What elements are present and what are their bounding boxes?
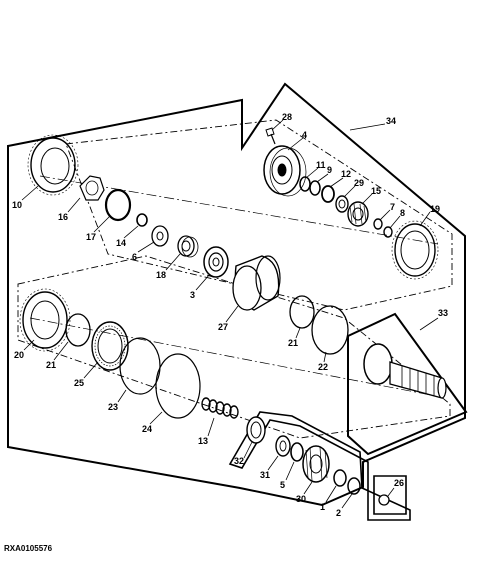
callout-labels: 28 4 34 11 9 12 29 15 7 8 19 10 16 17 14… bbox=[12, 112, 448, 518]
part-22-seal-ring bbox=[311, 305, 349, 355]
callout-31: 31 bbox=[260, 470, 270, 480]
part-6-thrust-washer bbox=[151, 225, 169, 247]
part-17-snap-ring bbox=[104, 188, 132, 222]
part-20-friction-disc bbox=[19, 288, 71, 352]
part-33-output-shaft bbox=[363, 343, 447, 399]
callout-7: 7 bbox=[390, 202, 395, 212]
callout-1: 1 bbox=[320, 502, 325, 512]
callout-25: 25 bbox=[74, 378, 84, 388]
callout-22: 22 bbox=[318, 362, 328, 372]
callout-13: 13 bbox=[198, 436, 208, 446]
part-3-bearing bbox=[203, 246, 229, 278]
dashed-boundary-lower bbox=[17, 255, 451, 439]
part-25-spring-retainer bbox=[91, 321, 129, 371]
part-23-seal-ring bbox=[119, 337, 161, 395]
part-21-lower-ring bbox=[65, 313, 91, 347]
part-29-spacer bbox=[335, 195, 349, 213]
part-32-gear bbox=[246, 416, 266, 444]
callout-17: 17 bbox=[86, 232, 96, 242]
part-14-washer bbox=[136, 213, 148, 227]
group-boundary-34 bbox=[7, 82, 466, 507]
callout-14: 14 bbox=[116, 238, 126, 248]
part-15-needle-bearing bbox=[347, 201, 369, 227]
callout-9: 9 bbox=[327, 165, 332, 175]
leader-lines bbox=[21, 119, 439, 509]
part-21-upper-ring bbox=[289, 295, 315, 329]
callout-30: 30 bbox=[296, 494, 306, 504]
part-12-ring bbox=[321, 185, 335, 203]
part-9-ring bbox=[309, 180, 321, 196]
part-4-flange-hub bbox=[263, 145, 307, 197]
callout-27: 27 bbox=[218, 322, 228, 332]
part-5-ring bbox=[290, 442, 304, 462]
callout-4: 4 bbox=[302, 130, 307, 140]
part-26-plug bbox=[378, 494, 390, 506]
callout-32: 32 bbox=[234, 456, 244, 466]
callout-2: 2 bbox=[336, 508, 341, 518]
part-27-clutch-drum bbox=[232, 255, 281, 311]
callout-28: 28 bbox=[282, 112, 292, 122]
callout-21-lower: 21 bbox=[46, 360, 56, 370]
part-31-bushing bbox=[275, 435, 291, 457]
callout-5: 5 bbox=[280, 480, 285, 490]
part-30-gear bbox=[302, 445, 330, 483]
part-11-ring bbox=[299, 176, 311, 192]
part-1-ring bbox=[333, 469, 347, 487]
part-10-friction-disc bbox=[27, 134, 79, 196]
group-boundary-inner bbox=[228, 411, 411, 521]
callout-24: 24 bbox=[142, 424, 152, 434]
part-8-washer bbox=[383, 226, 393, 238]
part-18-bushing bbox=[177, 235, 199, 258]
part-16-clip-plate bbox=[79, 175, 105, 201]
callout-18: 18 bbox=[156, 270, 166, 280]
group-boundary-33 bbox=[347, 312, 468, 456]
callout-6: 6 bbox=[132, 252, 137, 262]
callout-15: 15 bbox=[371, 186, 381, 196]
callout-3: 3 bbox=[190, 290, 195, 300]
group-boundary-26 bbox=[373, 475, 407, 515]
part-24-seal-ring bbox=[155, 353, 201, 419]
callout-8: 8 bbox=[400, 208, 405, 218]
part-13-springs bbox=[201, 397, 239, 419]
figure-reference-code: RXA0105576 bbox=[4, 544, 53, 553]
part-28-bolt bbox=[265, 127, 276, 145]
callout-11: 11 bbox=[316, 160, 326, 170]
callout-34: 34 bbox=[386, 116, 396, 126]
callout-10: 10 bbox=[12, 200, 22, 210]
part-7-washer bbox=[373, 218, 383, 230]
dashed-boundary-upper bbox=[65, 119, 453, 311]
callout-12: 12 bbox=[341, 169, 351, 179]
callout-21-upper: 21 bbox=[288, 338, 298, 348]
axis-line bbox=[29, 175, 439, 397]
callout-19: 19 bbox=[430, 204, 440, 214]
part-2-ring bbox=[347, 477, 361, 495]
callout-29: 29 bbox=[354, 178, 364, 188]
callout-23: 23 bbox=[108, 402, 118, 412]
callout-33: 33 bbox=[438, 308, 448, 318]
callout-20: 20 bbox=[14, 350, 24, 360]
callout-16: 16 bbox=[58, 212, 68, 222]
part-19-clutch-plate bbox=[391, 220, 439, 280]
callout-26: 26 bbox=[394, 478, 404, 488]
